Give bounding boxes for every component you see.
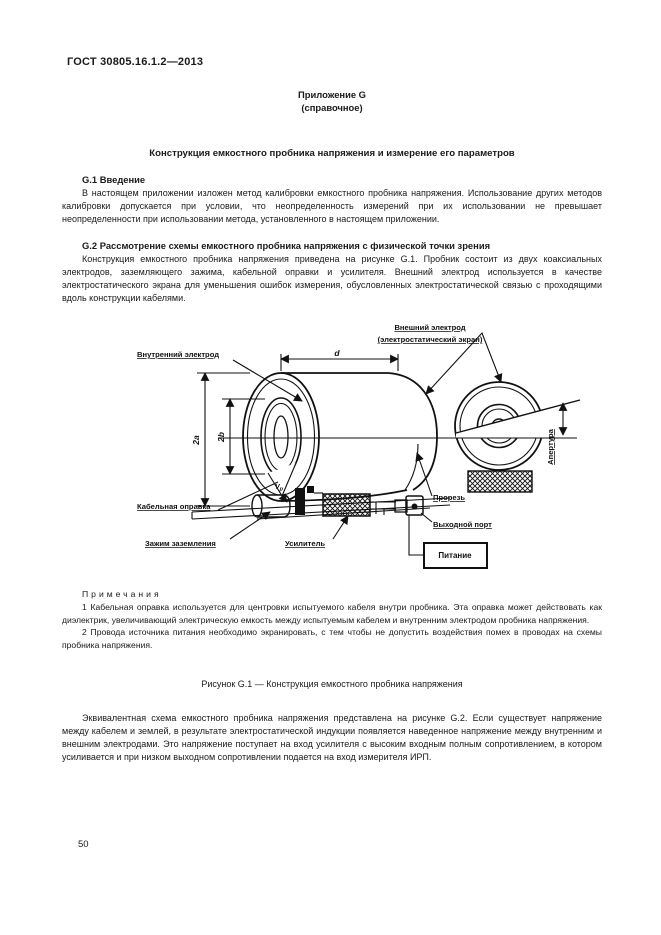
label-power: Питание [438,551,472,560]
appendix-type: (справочное) [301,102,363,113]
figure-g1-diagram: Внешний электрод (электростатический экр… [137,323,581,569]
amplifier-box [322,493,371,517]
leader-outer-electrode [425,331,503,395]
leader-cable-mandrel [217,481,279,511]
power-box [423,542,488,569]
label-cable-mandrel: Кабельная оправка [137,502,211,511]
aperture-wedge [456,400,580,438]
leader-output-port [420,512,433,523]
standard-number: ГОСТ 30805.16.1.2—2013 [67,56,204,68]
label-dim-d: d [334,348,340,358]
notes-heading: Примечания [82,589,162,599]
leader-amplifier [332,515,349,540]
label-aperture: Апертура [546,428,555,465]
label-outer-electrode-1: Внешний электрод [394,323,465,332]
leader-ground-clamp [229,511,271,540]
page-title: Конструкция емкостного пробника напряжен… [149,148,515,159]
label-ground-clamp: Зажим заземления [145,539,216,548]
label-probe-voltage: Vp [275,484,284,493]
label-slot: Прорезь [433,493,465,502]
appendix-block: Приложение G (справочное) [62,88,602,114]
label-inner-electrode: Внутренний электрод [137,350,219,359]
notes-block: Примечания 1 Кабельная оправка используе… [62,588,602,652]
label-dim-2b: 2b [216,432,226,443]
ground-clamp [257,494,291,518]
note-item: 2 Провода источника питания необходимо э… [62,627,602,651]
figure-caption: Рисунок G.1 — Конструкция емкостного про… [201,679,463,689]
note-item: 1 Кабельная оправка используется для цен… [62,601,602,625]
heading-g2: G.2 Рассмотрение схемы емкостного пробни… [82,240,491,251]
leader-slot [415,452,433,497]
heading-g1: G.1 Введение [82,174,146,185]
slot-edge [404,443,419,491]
closing-paragraph: Эквивалентная схема емкостного пробника … [62,713,602,762]
page-number: 50 [78,839,89,850]
label-outer-electrode-2: (электростатический экран) [378,335,483,344]
leader-inner-electrode [232,359,303,402]
label-dim-2a: 2a [191,435,201,446]
appendix-label: Приложение G [298,89,366,100]
end-view-stand [467,470,533,493]
label-amplifier: Усилитель [285,539,325,548]
paragraph-g2: Конструкция емкостного пробника напряжен… [62,254,602,303]
label-output-port: Выходной порт [433,520,492,529]
paragraph-g1: В настоящем приложении изложен метод кал… [62,188,602,224]
cylinder-body [281,372,438,491]
output-connector [405,495,424,516]
